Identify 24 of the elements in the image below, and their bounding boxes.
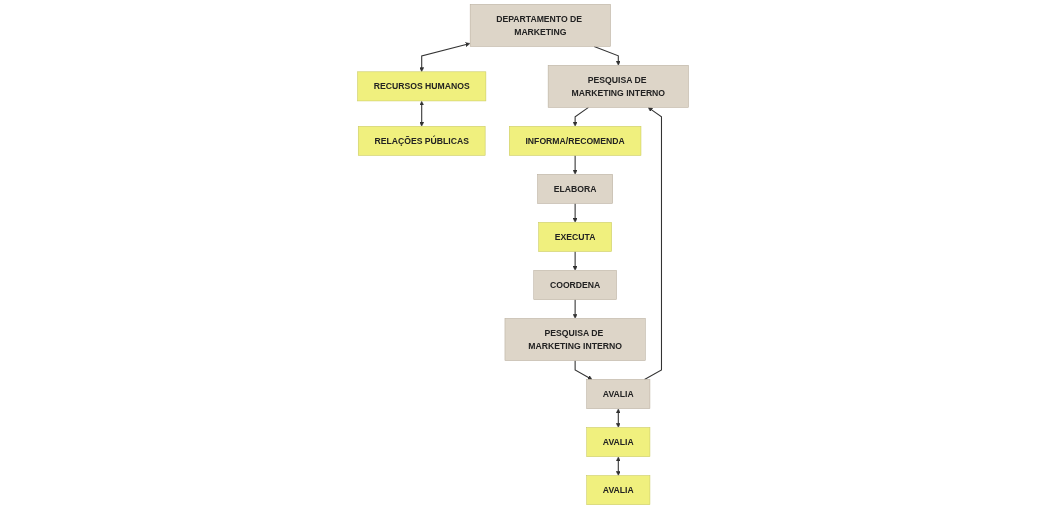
- arrow: [615, 456, 621, 476]
- node-box: AVALIA: [586, 379, 651, 409]
- arrow: [593, 45, 621, 66]
- arrow: [572, 154, 578, 175]
- arrow: [574, 360, 593, 380]
- arrow: [572, 202, 578, 223]
- node-box: PESQUISA DE MARKETING INTERNO: [504, 318, 646, 361]
- arrow: [615, 408, 621, 428]
- node-box: DEPARTAMENTO DE MARKETING: [469, 4, 611, 47]
- arrow: [643, 107, 662, 380]
- node-box: RELAÇÕES PÚBLICAS: [358, 126, 486, 156]
- arrow: [419, 100, 425, 127]
- node-box: COORDENA: [533, 270, 617, 300]
- arrow: [419, 42, 471, 72]
- node-box: PESQUISA DE MARKETING INTERNO: [547, 65, 689, 108]
- arrow: [572, 251, 578, 271]
- node-box: ELABORA: [537, 174, 613, 204]
- node-box: RECURSOS HUMANOS: [357, 71, 487, 102]
- node-box: AVALIA: [586, 475, 651, 505]
- node-box: EXECUTA: [538, 222, 612, 252]
- node-box: INFORMA/RECOMENDA: [509, 126, 642, 156]
- node-box: AVALIA: [586, 427, 651, 457]
- arrow: [572, 299, 578, 319]
- arrow: [572, 106, 590, 127]
